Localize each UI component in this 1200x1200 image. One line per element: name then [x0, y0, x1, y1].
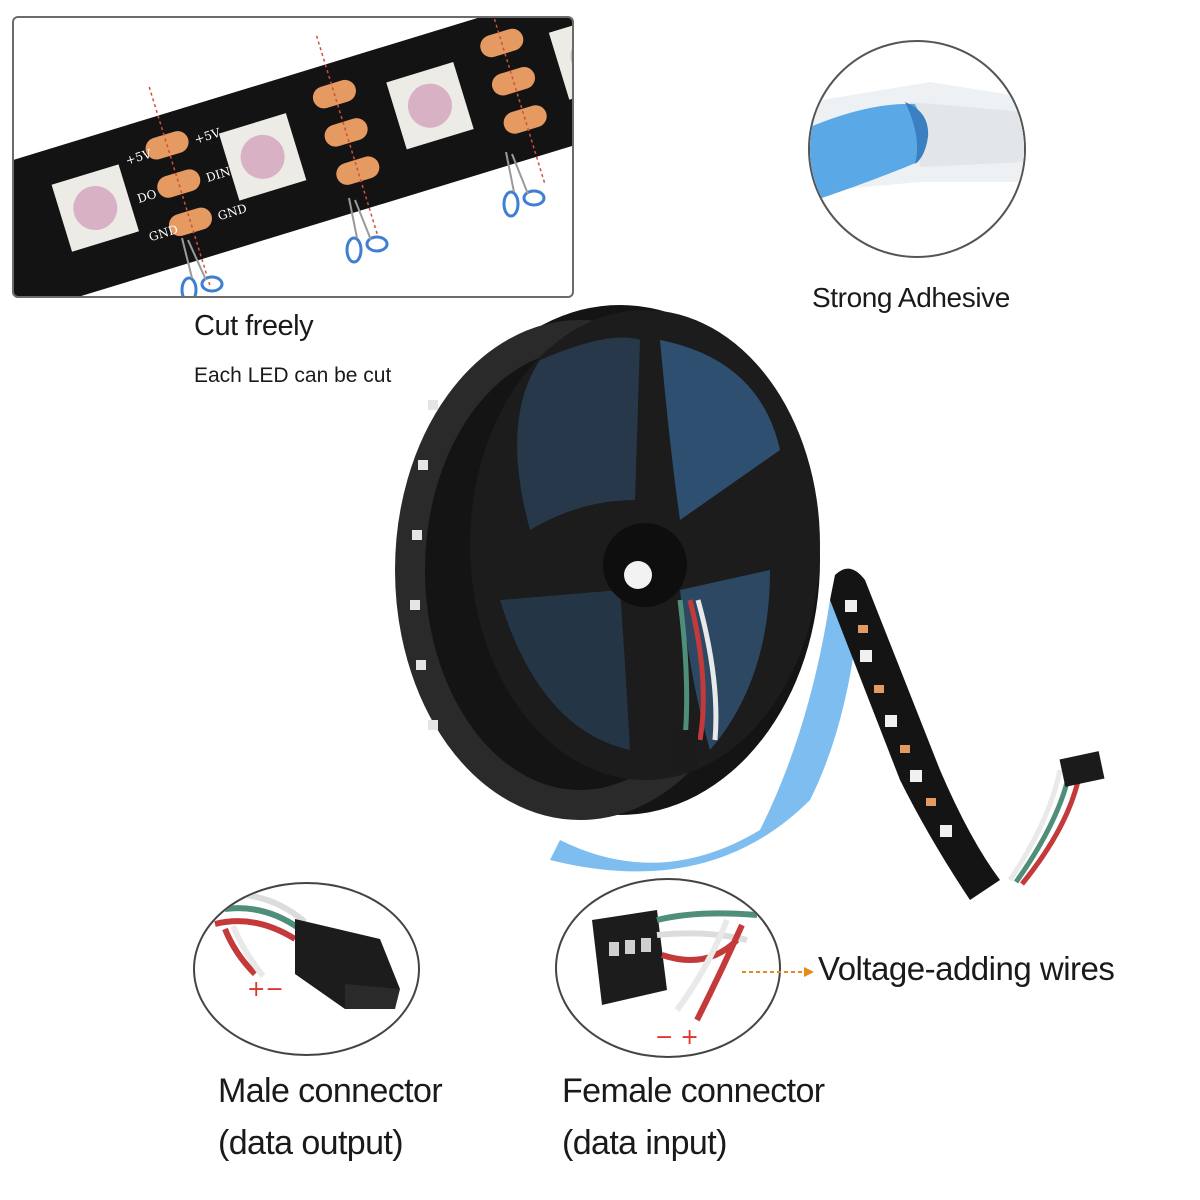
female-connector-title: Female connector	[562, 1072, 825, 1110]
female-connector-illustration: − +	[555, 878, 781, 1058]
right-connector	[1059, 751, 1105, 787]
male-connector-image: +−	[214, 891, 400, 1009]
loose-strip-leds	[845, 600, 952, 837]
voltage-arrow-icon	[742, 967, 814, 977]
scissors-icon	[180, 237, 224, 296]
male-polarity-marks: +−	[247, 977, 284, 1002]
male-connector-title: Male connector	[218, 1072, 443, 1110]
female-connector-subtitle: (data input)	[562, 1124, 727, 1162]
led-chip-4	[548, 18, 572, 100]
pad-label-do: DO	[136, 187, 159, 206]
adhesive-illustration	[808, 40, 1026, 258]
scissors-icon	[502, 151, 546, 218]
scissors-icon	[345, 197, 389, 264]
reel-connector	[670, 730, 698, 770]
male-connector-subtitle: (data output)	[218, 1124, 404, 1162]
connector-housing	[295, 919, 400, 1009]
loose-strip	[830, 568, 1000, 900]
led-chip-2	[218, 113, 307, 201]
female-connector-image: − +	[592, 910, 758, 1050]
strong-adhesive-label: Strong Adhesive	[812, 282, 1010, 313]
led-strip-reel-image	[395, 305, 1105, 900]
right-wires	[1007, 769, 1083, 886]
connector-housing	[592, 910, 667, 1005]
adhesive-backing-ribbon	[550, 585, 860, 872]
strip-leds	[410, 400, 438, 730]
reel-wires	[677, 599, 719, 741]
pad-label-din: DIN	[204, 164, 232, 185]
led-chip-1	[51, 164, 139, 252]
cut-freely-subtitle: Each LED can be cut	[194, 364, 392, 387]
female-polarity-marks: − +	[655, 1025, 699, 1050]
strip-body	[14, 18, 572, 296]
led-chip-3	[386, 62, 474, 150]
cut-freely-illustration: +5V DO GND +5V DIN GND	[12, 16, 574, 298]
male-connector-illustration: +−	[193, 882, 420, 1056]
voltage-adding-wires-label: Voltage-adding wires	[818, 950, 1115, 987]
cut-freely-title: Cut freely	[194, 310, 314, 342]
led-strip-closeup: +5V DO GND +5V DIN GND	[14, 18, 572, 296]
adhesive-tape-image	[810, 82, 1024, 202]
